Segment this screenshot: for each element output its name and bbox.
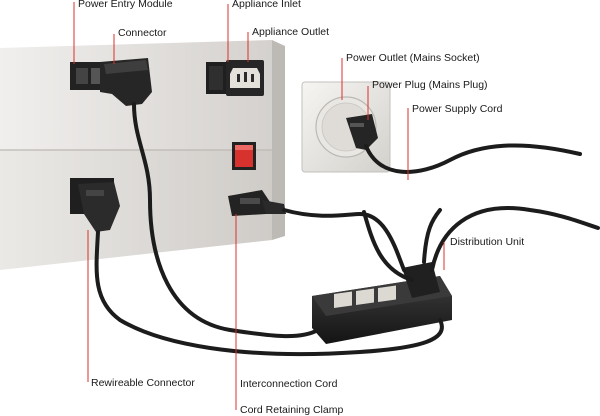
power-switch-icon — [232, 142, 256, 170]
label-distribution-unit: Distribution Unit — [450, 236, 525, 248]
label-power-supply-cord: Power Supply Cord — [412, 103, 503, 115]
power-entry-module — [70, 62, 104, 90]
iec-connector-icon — [100, 58, 152, 106]
mains-plug-icon — [346, 114, 378, 150]
label-cord-retaining-clamp: Cord Retaining Clamp — [240, 404, 344, 416]
cables — [94, 102, 600, 357]
mains-socket-plate — [301, 81, 391, 173]
rewireable-connector — [70, 178, 120, 232]
iec-inlet-icon — [226, 60, 264, 96]
label-appliance-inlet: Appliance Inlet — [232, 0, 301, 10]
cord-retaining-clamp — [228, 190, 286, 216]
label-power-plug: Power Plug (Mains Plug) — [372, 79, 488, 91]
label-interconnection-cord: Interconnection Cord — [240, 378, 338, 390]
label-rewireable-connector: Rewireable Connector — [91, 377, 195, 389]
appliance-inlet — [206, 62, 226, 94]
label-connector: Connector — [118, 27, 167, 39]
label-appliance-outlet: Appliance Outlet — [252, 26, 330, 38]
power-strip-icon — [312, 262, 452, 344]
label-power-outlet: Power Outlet (Mains Socket) — [346, 52, 480, 64]
label-power-entry-module: Power Entry Module — [78, 0, 173, 10]
leader-lines — [73, 2, 445, 410]
